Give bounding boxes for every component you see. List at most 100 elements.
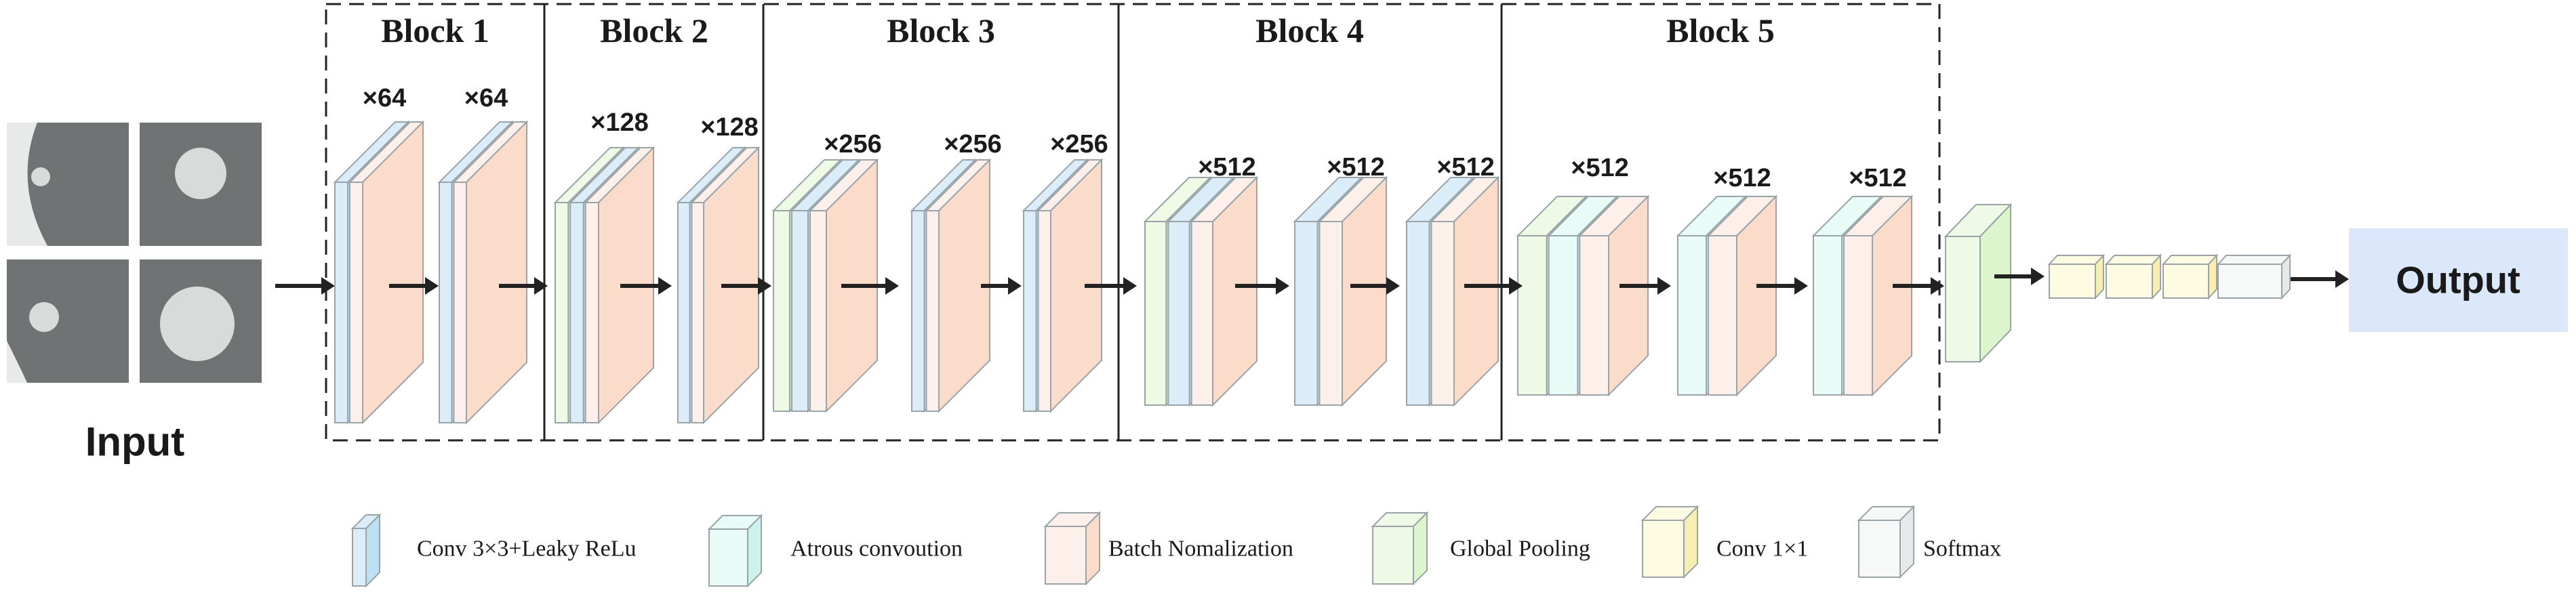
blocks-container [325, 3, 1941, 442]
layer-front-face [1858, 520, 1901, 578]
layer-top-face [2161, 255, 2219, 265]
legend-item [1857, 505, 1916, 579]
layer-front-face [1677, 235, 1707, 396]
arrow-head [425, 277, 439, 295]
bn-layer [1043, 511, 1102, 586]
layer-stack [553, 146, 656, 425]
layer-front-face [2217, 264, 2282, 299]
conv1-layer [2104, 253, 2162, 300]
layer-front-face [1167, 221, 1190, 406]
arrow-head [1509, 277, 1523, 295]
arrow-head [2031, 268, 2045, 285]
input-image [140, 259, 262, 383]
arrow-icon [1464, 277, 1523, 295]
channel-count-label: ×128 [590, 108, 649, 137]
arrow-icon [1756, 277, 1808, 295]
bn-layer [925, 158, 992, 413]
global-pooling-layer [1944, 203, 2013, 364]
channel-count-label: ×64 [363, 84, 406, 112]
legend-label: Atrous convoution [790, 537, 963, 562]
layer-side-face [1413, 511, 1428, 586]
gp-layer [1371, 511, 1429, 586]
layer-stack [1405, 175, 1500, 407]
conv1-cube [2161, 253, 2219, 300]
arrow-icon [275, 277, 335, 295]
softmax-cube [2216, 253, 2292, 300]
arrow-icon [1235, 277, 1289, 295]
channel-count-label: ×256 [824, 130, 882, 159]
bn-layer [1842, 194, 1914, 397]
arrow-head [658, 277, 672, 295]
conv-layer [350, 513, 382, 588]
channel-count-label: ×512 [1327, 153, 1385, 182]
block-title: Block 3 [887, 12, 995, 49]
layer-front-face [2049, 264, 2096, 299]
block-title: Block 5 [1666, 12, 1775, 49]
bn-layer [1430, 175, 1500, 407]
layer-front-face [1023, 210, 1037, 412]
layer-front-face [773, 210, 790, 412]
block-title: Block 2 [600, 12, 708, 49]
layer-front-face [1406, 221, 1430, 406]
layer-front-face [584, 202, 600, 423]
bn-layer [1706, 194, 1778, 397]
legend-item [1641, 505, 1699, 579]
layer-front-face [809, 210, 827, 412]
bn-layer [452, 120, 529, 425]
gp-legend-icon [1371, 511, 1429, 586]
atrous-legend-icon [707, 514, 763, 588]
arrow-icon [499, 277, 548, 295]
arrow-head [1931, 277, 1944, 295]
layer-stack [1022, 158, 1104, 413]
bn-layer [1577, 194, 1650, 397]
legend-label: Global Pooling [1450, 537, 1590, 562]
legend-label: Conv 3×3+Leaky ReLu [417, 537, 637, 562]
layer-front-face [2106, 264, 2153, 299]
arrow-head [758, 277, 771, 295]
bn-layer [1318, 175, 1388, 407]
arrow-icon [1893, 277, 1944, 295]
layer-side-face [1085, 511, 1100, 586]
layer-side-face [747, 514, 762, 588]
lung-edge [7, 341, 27, 383]
layer-front-face [911, 210, 925, 412]
block-title: Block 1 [381, 12, 489, 49]
legend-label: Batch Nomalization [1108, 537, 1293, 562]
channel-count-label: ×64 [464, 84, 508, 112]
layer-front-face [1045, 526, 1087, 585]
legend-item [350, 513, 382, 588]
layer-front-face [352, 528, 367, 587]
layer-stack [437, 120, 529, 425]
layer-front-face [1548, 235, 1579, 396]
gp-layer [1944, 203, 2013, 364]
layer-stack [910, 158, 992, 413]
legend-item [1043, 511, 1102, 586]
arrow-head [2335, 270, 2349, 288]
layer-front-face [1037, 210, 1051, 412]
layer-front-face [677, 202, 691, 423]
layer-front-face [334, 182, 348, 423]
softmax-layer [1857, 505, 1916, 579]
layer-stack [333, 120, 425, 425]
arrow-head [321, 277, 335, 295]
layer-top-face [2047, 255, 2106, 265]
layer-stack [1143, 175, 1259, 407]
layer-stack [1811, 194, 1914, 397]
layer-front-face [1517, 235, 1548, 396]
layer-side-face [1899, 505, 1914, 579]
output-box [2349, 228, 2568, 332]
arrow-icon [2291, 270, 2349, 288]
arrow-icon [389, 277, 439, 295]
arrow-head [534, 277, 548, 295]
arrow-icon [721, 277, 771, 295]
ct-background [7, 259, 129, 383]
nodule [160, 287, 235, 361]
layer-front-face [1813, 235, 1843, 396]
arrow-head [1386, 277, 1400, 295]
channel-count-label: ×128 [700, 113, 759, 142]
atrous-layer [707, 514, 763, 588]
layer-front-face [691, 202, 704, 423]
arrow-icon [1350, 277, 1400, 295]
input-image [7, 123, 129, 246]
layer-front-face [1294, 221, 1319, 406]
